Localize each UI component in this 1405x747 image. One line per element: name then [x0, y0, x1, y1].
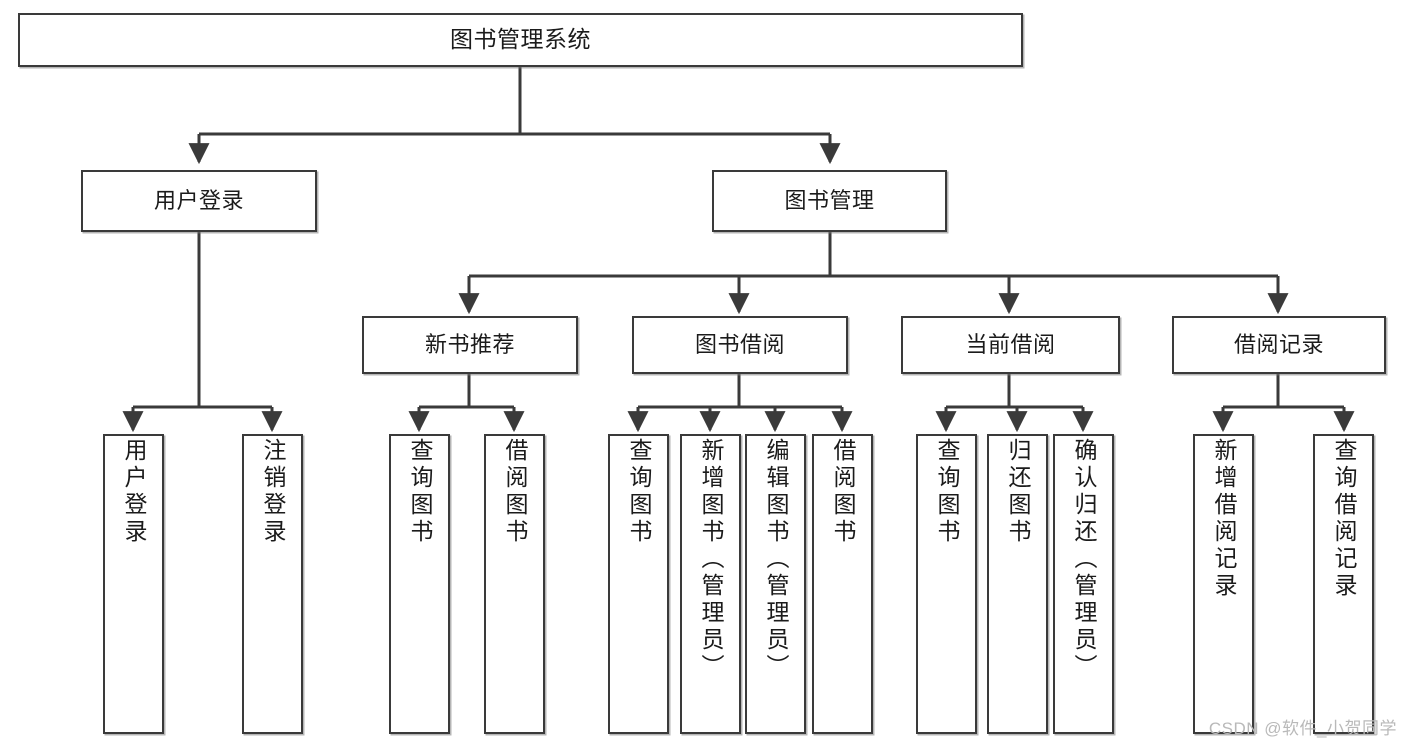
watermark-csdn: CSDN @软件_小贺同学	[1208, 719, 1397, 738]
leaf-borrow-book-recommend[interactable]: 借阅图书	[484, 434, 545, 734]
node-label: 查询图书	[626, 438, 652, 546]
leaf-logout[interactable]: 注销登录	[242, 434, 303, 734]
node-label: 图书借阅	[694, 331, 785, 357]
node-label: 用户登录	[153, 187, 244, 213]
node-label: 查询借阅记录	[1331, 438, 1357, 600]
leaf-query-book-current[interactable]: 查询图书	[916, 434, 977, 734]
node-label: 编辑图书（管理员）	[763, 438, 789, 681]
node-root-book-management-system[interactable]: 图书管理系统	[18, 13, 1023, 67]
node-label: 用户登录	[121, 438, 147, 546]
node-label: 借阅图书	[830, 438, 856, 546]
leaf-add-borrow-record[interactable]: 新增借阅记录	[1193, 434, 1254, 734]
node-label: 归还图书	[1005, 438, 1031, 546]
leaf-confirm-return[interactable]: 确认归还（管理员）	[1053, 434, 1114, 734]
node-label: 新增借阅记录	[1211, 438, 1237, 600]
node-label: 查询图书	[407, 438, 433, 546]
leaf-query-book-borrow[interactable]: 查询图书	[608, 434, 669, 734]
node-label: 借阅记录	[1233, 331, 1324, 357]
node-label: 确认归还（管理员）	[1071, 438, 1097, 681]
node-label: 新书推荐	[424, 331, 515, 357]
node-new-book-recommend[interactable]: 新书推荐	[362, 316, 578, 374]
node-label: 图书管理系统	[450, 26, 591, 53]
node-label: 当前借阅	[965, 331, 1056, 357]
leaf-borrow-book[interactable]: 借阅图书	[812, 434, 873, 734]
leaf-user-login[interactable]: 用户登录	[103, 434, 164, 734]
node-borrow-record[interactable]: 借阅记录	[1172, 316, 1386, 374]
leaf-edit-book[interactable]: 编辑图书（管理员）	[745, 434, 806, 734]
node-label: 新增图书（管理员）	[698, 438, 724, 681]
leaf-query-borrow-record[interactable]: 查询借阅记录	[1313, 434, 1374, 734]
leaf-return-book[interactable]: 归还图书	[987, 434, 1048, 734]
node-book-borrow[interactable]: 图书借阅	[632, 316, 848, 374]
node-book-management[interactable]: 图书管理	[712, 170, 947, 232]
node-user-login[interactable]: 用户登录	[81, 170, 317, 232]
leaf-add-book[interactable]: 新增图书（管理员）	[680, 434, 741, 734]
node-current-borrow[interactable]: 当前借阅	[901, 316, 1120, 374]
leaf-query-book-recommend[interactable]: 查询图书	[389, 434, 450, 734]
node-label: 图书管理	[784, 187, 875, 213]
node-label: 借阅图书	[502, 438, 528, 546]
node-label: 查询图书	[934, 438, 960, 546]
node-label: 注销登录	[260, 438, 286, 546]
